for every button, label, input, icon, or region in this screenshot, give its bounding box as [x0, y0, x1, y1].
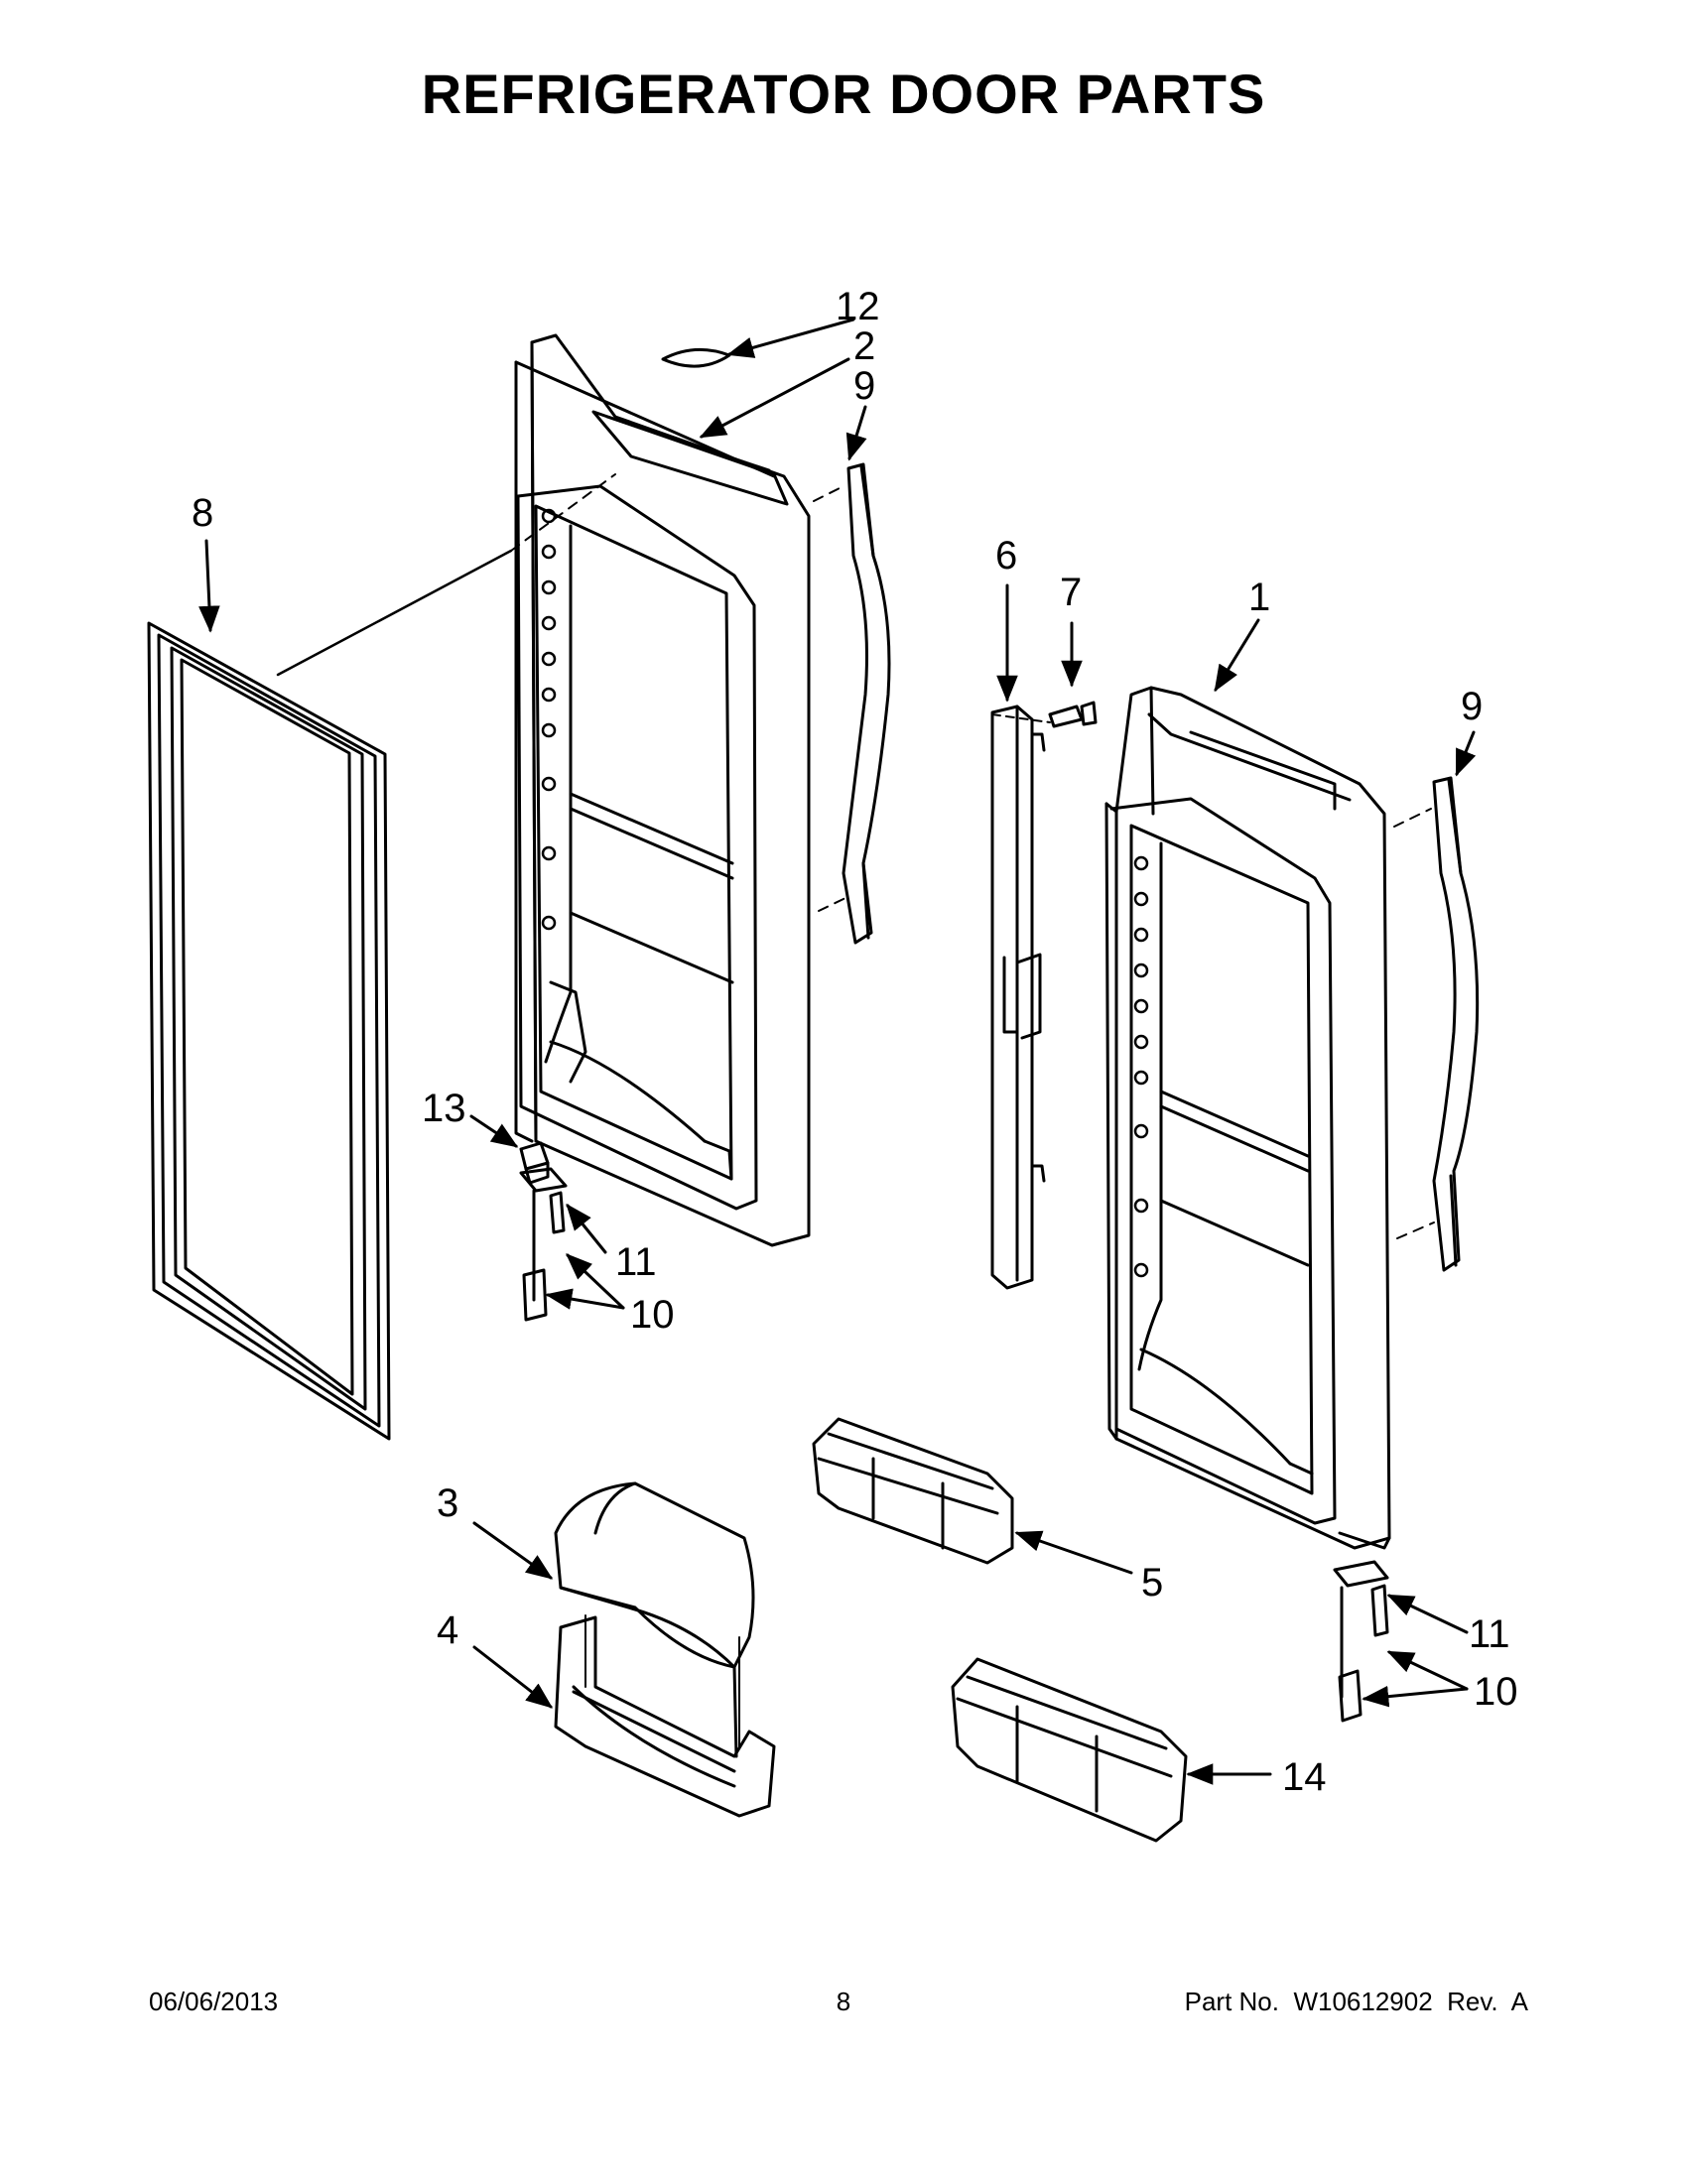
leader-lines: [198, 318, 1477, 1785]
right-liner-shelf-hooks: [1133, 855, 1149, 1278]
footer-page-number: 8: [836, 1987, 851, 2016]
callout-10-left: 10: [630, 1293, 675, 1337]
page-title: REFRIGERATOR DOOR PARTS: [421, 63, 1266, 125]
dairy-bin: [554, 1615, 776, 1818]
callout-6: 6: [995, 534, 1017, 578]
door-bin-lower: [951, 1657, 1188, 1843]
footer-part-number: Part No. W10612902 Rev. A: [1184, 1987, 1528, 2016]
callout-4: 4: [437, 1608, 458, 1652]
top-cap: [661, 347, 731, 368]
door-gasket: [147, 621, 391, 1441]
door-mullion: [990, 705, 1046, 1290]
door-bin-upper: [812, 1417, 1014, 1565]
callout-14: 14: [1282, 1755, 1327, 1799]
callout-9-right: 9: [1461, 685, 1483, 728]
callout-2: 2: [853, 324, 875, 368]
left-hinge-hardware: [519, 1141, 568, 1322]
callout-1: 1: [1248, 576, 1270, 619]
right-hinge-hardware: [1333, 1560, 1389, 1723]
callout-12: 12: [836, 285, 880, 328]
hinge-screw: [1048, 701, 1098, 728]
right-door-handle: [1432, 776, 1480, 1272]
callout-11-left: 11: [615, 1240, 657, 1284]
callout-13: 13: [422, 1087, 466, 1130]
callout-5: 5: [1141, 1561, 1163, 1605]
callout-7: 7: [1060, 571, 1082, 614]
right-door-liner: [1104, 686, 1391, 1550]
callout-11-right: 11: [1469, 1612, 1510, 1656]
callout-3: 3: [437, 1481, 458, 1525]
dairy-door-cover: [554, 1481, 755, 1669]
left-door-liner: [514, 333, 811, 1247]
callout-9-left: 9: [853, 364, 875, 408]
callout-8: 8: [192, 491, 213, 535]
left-door-handle: [842, 462, 891, 945]
left-liner-shelf-hooks: [541, 508, 557, 931]
callout-labels: 12 2 9 8 6 7 1 9 13 11 10 3 4 5 11 10 14: [192, 285, 1518, 1799]
callout-10-right: 10: [1474, 1670, 1518, 1714]
footer-date: 06/06/2013: [149, 1987, 279, 2016]
